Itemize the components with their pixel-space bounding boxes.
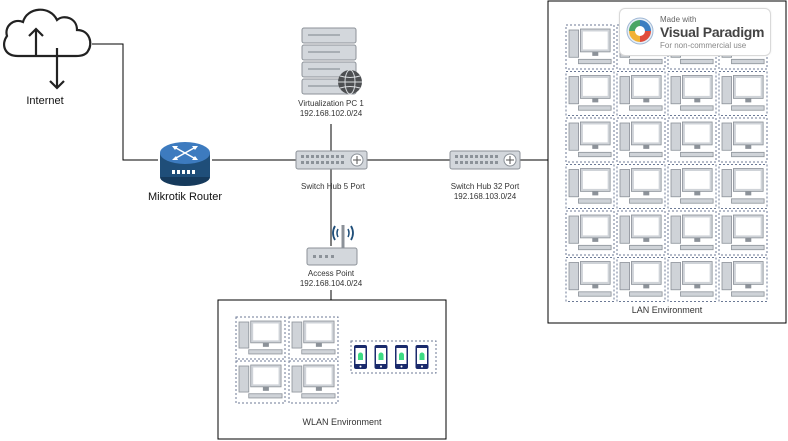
lan-pc-grid [565, 24, 768, 302]
desktop-pc-icon [667, 210, 717, 256]
visual-paradigm-logo-icon [626, 17, 654, 45]
watermark-line-2: Visual Paradigm [660, 24, 765, 40]
wlan-environment-label: WLAN Environment [302, 417, 382, 427]
smartphone-icon [395, 345, 408, 369]
desktop-pc-icon [667, 257, 717, 302]
switch-5-port-label: Switch Hub 5 Port [300, 182, 366, 191]
desktop-pc-icon [565, 164, 615, 209]
watermark-line-1: Made with [660, 15, 697, 24]
desktop-pc-icon [616, 257, 666, 302]
desktop-pc-icon [235, 316, 286, 360]
smartphone-icon [354, 345, 367, 369]
desktop-pc-icon [718, 71, 768, 116]
watermark-line-3: For non-commercial use [660, 41, 747, 50]
switch-32-port-icon [449, 150, 521, 170]
access-point-name: Access Point [307, 269, 355, 278]
desktop-pc-icon [288, 316, 339, 360]
switch-32-port-name: Switch Hub 32 Port [450, 182, 520, 191]
switch-32-port-label: Switch Hub 32 Port 192.168.103.0/24 [435, 182, 535, 202]
lan-environment-box [547, 0, 787, 324]
desktop-pc-icon [616, 210, 666, 256]
access-point-ip: 192.168.104.0/24 [299, 279, 363, 288]
desktop-pc-icon [288, 360, 339, 404]
wlan-environment-box [217, 299, 447, 440]
switch-5-port-icon [295, 150, 368, 170]
desktop-pc-icon [565, 24, 615, 70]
smartphone-icon [374, 345, 388, 369]
server-ip: 192.168.102.0/24 [299, 109, 363, 118]
cloud-icon [3, 8, 92, 90]
desktop-pc-icon [667, 117, 717, 163]
server-name: Virtualization PC 1 [298, 99, 364, 108]
visual-paradigm-watermark: Made with Visual Paradigm For non-commer… [619, 8, 771, 56]
connections [92, 43, 548, 300]
server-label: Virtualization PC 1 192.168.102.0/24 [276, 99, 386, 119]
desktop-pc-icon [616, 164, 666, 209]
phone-group-border [350, 340, 437, 374]
desktop-pc-icon [565, 257, 615, 302]
desktop-pc-icon [718, 257, 768, 302]
desktop-pc-icon [565, 71, 615, 116]
lan-environment-label: LAN Environment [631, 305, 703, 315]
access-point-label: Access Point 192.168.104.0/24 [286, 269, 376, 289]
router-icon [160, 142, 210, 186]
server-icon [301, 27, 362, 95]
desktop-pc-icon [616, 71, 666, 116]
desktop-pc-icon [718, 210, 768, 256]
desktop-pc-icon [616, 117, 666, 163]
internet-router-link [92, 43, 158, 161]
wlan-pc-grid [235, 316, 339, 404]
desktop-pc-icon [565, 210, 615, 256]
desktop-pc-icon [235, 360, 286, 404]
router-label: Mikrotik Router [148, 191, 222, 203]
desktop-pc-icon [718, 164, 768, 209]
switch-32-port-ip: 192.168.103.0/24 [453, 192, 517, 201]
desktop-pc-icon [565, 117, 615, 163]
internet-label: Internet [26, 95, 64, 107]
desktop-pc-icon [667, 71, 717, 116]
access-point-icon [306, 225, 358, 266]
smartphone-icon [415, 345, 429, 369]
wlan-phone-group [350, 340, 437, 374]
desktop-pc-icon [718, 117, 768, 163]
desktop-pc-icon [667, 164, 717, 209]
